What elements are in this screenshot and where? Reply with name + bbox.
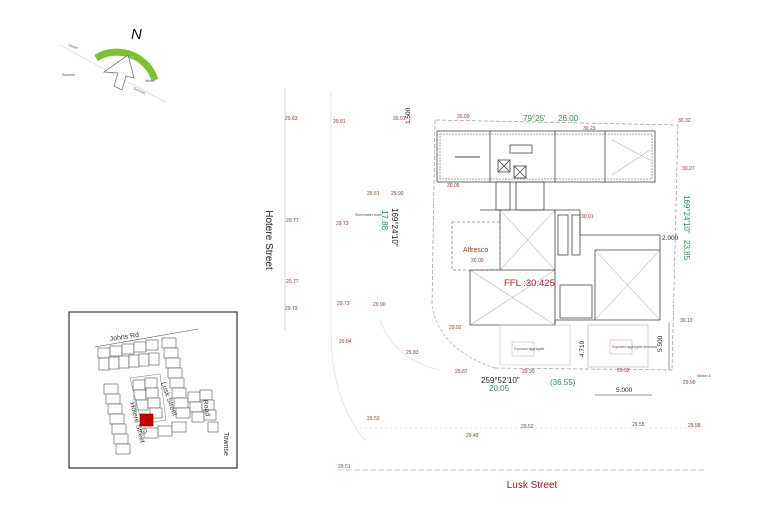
spot-level: 29.90 [683,380,696,386]
spot-level: 29.51 [338,464,351,470]
spot-level: 29.53 [367,416,380,422]
dim-east-offset: 2.000 [662,235,679,242]
spot-level: 29.83 [406,350,419,356]
road-boundaries [284,88,705,471]
sun-path-arc-icon [94,48,159,82]
north-label: N [131,26,142,43]
ffl-label: FFL :30.425 [504,278,555,289]
spot-level: 29.81 [333,119,346,125]
spot-level: 29.84 [339,339,352,345]
map-lots [97,337,219,455]
map-label-johns-rd: Johns Rd [109,332,139,343]
spot-level: 29.49 [466,433,479,439]
site-boundary [379,119,679,371]
spot-level: 29.73 [337,301,350,307]
length-south: 20.05 [489,384,510,393]
dim-driveway-width: 5.000 [616,387,633,394]
spot-level: 29.87 [455,369,468,375]
spot-level: 29.58 [688,423,701,429]
note-stormwater: Stormwater drain [355,213,382,217]
spot-level: 30.10 [680,318,693,324]
spot-level: 29.77 [286,279,299,285]
bearing-west: 169°24'10" [390,208,399,247]
compass-label: Summer [62,73,76,77]
street-label-hotere: Hotere Street [263,210,274,270]
note-exposed-aggregate: Exposed aggregate [514,347,544,351]
compass-label: Winter [145,79,156,83]
spot-level: 30.00 [471,258,484,264]
compass-label: Summer [133,86,147,96]
bearing-south: 259°52'10" [481,376,520,385]
map-label-townse: Townse [222,432,229,456]
dim-east-setback: 5.500 [657,335,664,352]
spot-level: 29.92 [449,325,462,331]
spot-levels: 29.83 29.81 30.01 30.09 30.23 30.32 30.2… [285,114,701,470]
spot-level: 30.01 [581,214,594,220]
spot-level: 29.55 [632,422,645,428]
note-exposed-aggregate-driveway: Exposed aggregate driveway [612,345,657,349]
spot-level: 29.73 [285,306,298,312]
spot-level: 29.61 [367,191,380,197]
compass-label: Winter [68,43,80,51]
spot-level: 30.01 [393,116,406,122]
spot-level: 29.90 [391,191,404,197]
spot-level: 29.52 [521,424,534,430]
locality-map: Johns Rd [68,311,238,469]
spot-level: 29.73 [336,221,349,227]
spot-level: 30.32 [678,118,691,124]
map-label-road: Road [201,399,211,417]
house-floorplan [436,130,661,368]
dim-driveway-depth: 4.719 [579,340,586,357]
length-north: 26.00 [558,114,579,123]
room-label-alfresco: Alfresco [463,247,488,254]
spot-level: 29.77 [286,218,299,224]
spot-level: 29.90 [373,302,386,308]
note-marker: Marker A [697,374,712,378]
street-label-lusk: Lusk Street [507,480,558,491]
length-east: 23.85 [682,240,691,261]
spot-level: 30.09 [457,114,470,120]
spot-level: 29.92 [617,368,630,374]
length-west: 17.88 [380,210,389,231]
north-arrow-icon [102,54,135,91]
compass-rose: N Winter Summer Winter Summer [59,26,166,103]
spot-level: 29.90 [522,369,535,375]
bearing-north: 79°25' [523,114,546,123]
spot-level: 29.83 [285,116,298,122]
bearing-east: 169°24'10" [682,195,691,234]
spot-level: 30.27 [682,166,695,172]
dim-setback-top: 1.500 [405,107,412,124]
arc-length-south: (36.55) [550,378,576,387]
spot-level: 30.23 [583,126,596,132]
spot-level: 30.05 [447,183,460,189]
site-marker [139,413,154,427]
